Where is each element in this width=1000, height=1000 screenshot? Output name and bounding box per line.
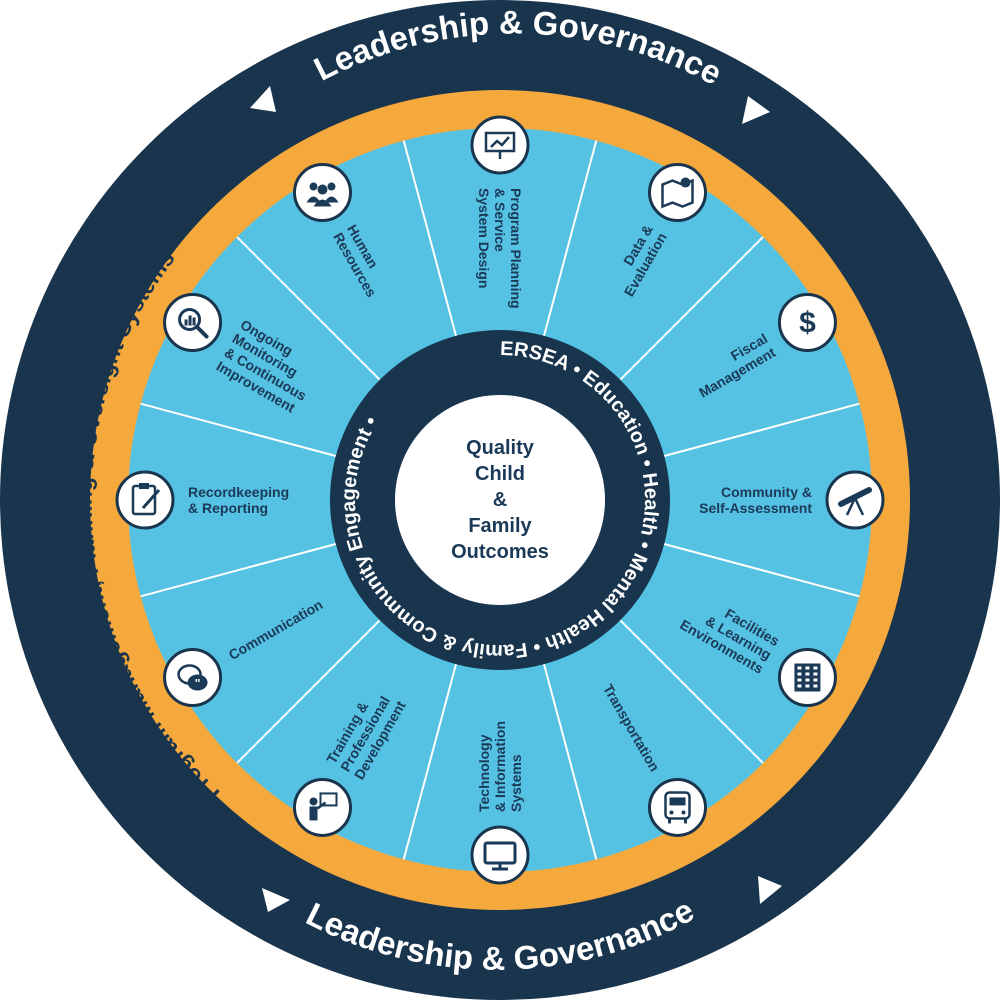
segment-divider (663, 543, 860, 598)
segment-telescope: Community &Self-Assessment (699, 470, 885, 530)
arrow-top-right-icon (742, 96, 770, 124)
people-icon (293, 163, 352, 223)
building-icon (777, 648, 837, 707)
arrow-bottom-right-icon (758, 876, 782, 904)
segment-divider (402, 140, 457, 337)
center-line-4: Family (468, 515, 532, 537)
center-line-3: & (493, 489, 507, 511)
segment-label: Program Planning& ServiceSystem Design (476, 188, 524, 309)
segment-divider (543, 663, 598, 860)
center-line-5: Outcomes (451, 541, 549, 563)
center-outcomes: Quality Child & Family Outcomes (451, 437, 549, 563)
segment-divider (140, 543, 337, 598)
clipboard-icon (115, 470, 175, 530)
svg-text:": " (195, 677, 201, 691)
segment-label: Recordkeeping& Reporting (188, 484, 289, 516)
segment-divider (663, 402, 860, 457)
monitor-icon (470, 825, 530, 885)
svg-text:$: $ (799, 307, 816, 340)
center-line-2: Child (475, 463, 525, 485)
segment-clipboard: Recordkeeping& Reporting (115, 470, 289, 530)
map-pin-icon (648, 163, 707, 223)
segment-presentation-chart: Program Planning& ServiceSystem Design (470, 115, 530, 309)
center-circle (395, 395, 605, 605)
bus-icon (648, 777, 707, 837)
segment-divider (236, 619, 381, 764)
segment-divider (236, 236, 381, 381)
segment-label: Technology& InformationSystems (476, 721, 524, 812)
segment-divider (140, 402, 337, 457)
segment-divider (619, 619, 764, 764)
telescope-icon (825, 470, 885, 530)
arrow-bottom-left-icon (262, 888, 290, 912)
arrow-top-left-icon (250, 86, 276, 112)
teacher-icon (293, 777, 352, 837)
presentation-chart-icon (470, 115, 530, 175)
dollar-icon: $ (777, 293, 837, 352)
segment-divider (402, 663, 457, 860)
speech-bubble-icon: " (163, 648, 223, 707)
segment-label: Community &Self-Assessment (699, 484, 812, 516)
segment-dividers (140, 140, 860, 860)
segment-divider (543, 140, 598, 337)
center-line-1: Quality (466, 437, 535, 459)
magnifier-chart-icon (163, 293, 223, 352)
segment-divider (619, 236, 764, 381)
segment-monitor: Technology& InformationSystems (470, 721, 530, 885)
